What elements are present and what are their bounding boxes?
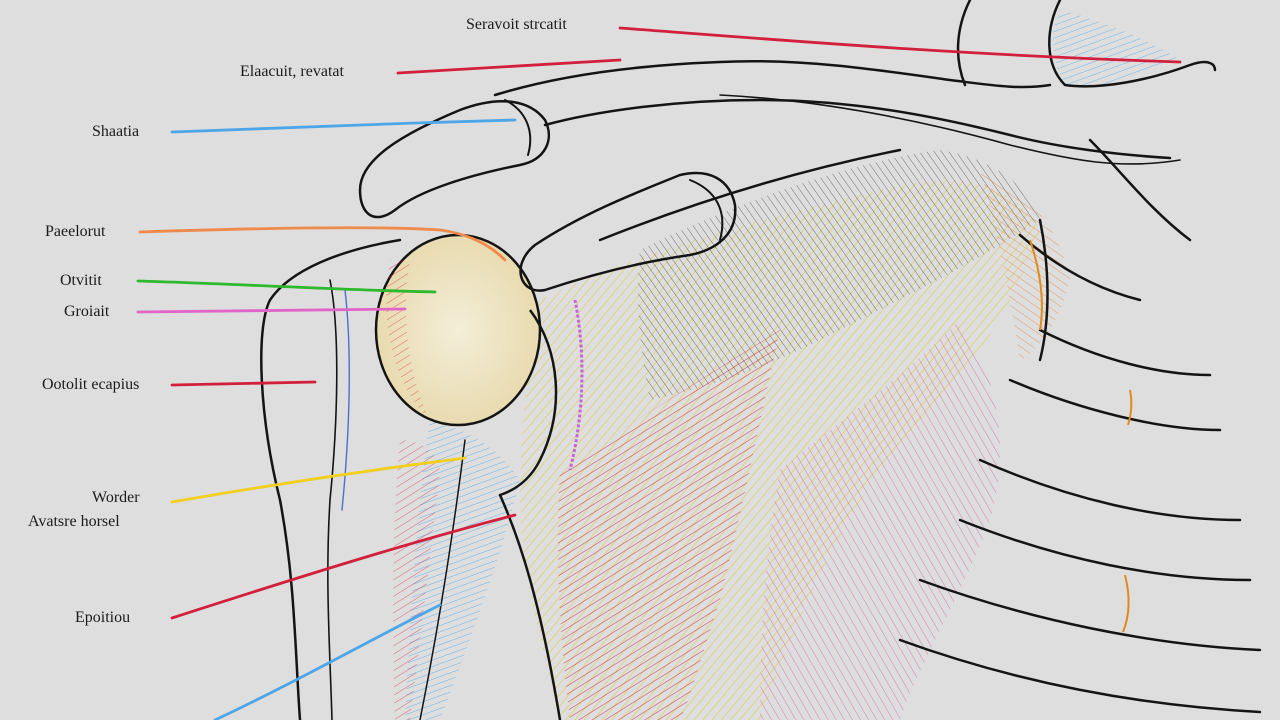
- leader-otvitt: [136, 279, 437, 294]
- label-posterior: Paeelorut: [45, 223, 106, 240]
- label-epoitiou: Epoitiou: [75, 609, 131, 626]
- cartilage-mark-2: [1122, 574, 1130, 633]
- arm-medial-line: [419, 439, 466, 720]
- leader-otolit: [170, 380, 317, 387]
- pectoral-red-fibers: [558, 330, 780, 720]
- rib-7: [898, 638, 1262, 714]
- clavicle-lower: [543, 98, 1172, 160]
- coracoid-inner: [689, 179, 724, 241]
- cartilage-mark-3: [1029, 239, 1043, 331]
- scapula-border: [1038, 218, 1049, 362]
- serratus-muscle: [760, 320, 1000, 720]
- label-otolit: Ootolit ecapius: [42, 376, 140, 393]
- label-otvitt: Otvitit: [60, 272, 102, 289]
- rib-6: [918, 578, 1262, 652]
- glenoid-labrum: [568, 299, 584, 471]
- muscle-fill-group: [393, 10, 1180, 720]
- arm-inner-line-2: [341, 289, 350, 511]
- label-worder: Worder: [92, 489, 140, 506]
- coracoid-process: [519, 171, 737, 292]
- acromion-inner: [504, 99, 532, 156]
- trapezius-muscle: [638, 150, 1040, 400]
- rib-4: [978, 458, 1242, 522]
- leader-shoulder: [170, 118, 517, 134]
- outline-group: [260, 0, 1262, 720]
- scapular-spine: [598, 148, 902, 242]
- rib-2: [1038, 328, 1212, 377]
- rib-cartilage-marks: [1029, 239, 1133, 633]
- leader-worder: [170, 456, 467, 504]
- humeral-head-hatch: [386, 260, 430, 420]
- arm-outline-left: [260, 238, 402, 720]
- acromion-outline: [358, 100, 551, 219]
- sternoclavicular-outline: [956, 0, 972, 87]
- arm-inner-line: [327, 279, 338, 720]
- arm-outline-right: [498, 493, 562, 720]
- manubrium-outline: [1048, 0, 1217, 88]
- label-serratus: Seravoit strcatit: [466, 16, 567, 33]
- leader-groiit: [136, 307, 407, 314]
- cartilage-mark-1: [1127, 389, 1133, 426]
- leader-serratus: [618, 26, 1182, 64]
- leader-epoitiou: [170, 513, 517, 620]
- leader-lines: [136, 26, 1182, 720]
- label-avatsre: Avatsre horsel: [28, 513, 120, 530]
- leader-bottom-blue: [213, 603, 442, 720]
- clavicle-mid: [719, 94, 1181, 165]
- leader-clavicle: [396, 58, 622, 75]
- triceps-muscle: [393, 440, 440, 720]
- rib-3: [1008, 378, 1222, 432]
- chest-wall: [1088, 138, 1192, 242]
- label-shoulder: Shaatia: [92, 123, 140, 140]
- glenoid-rim: [499, 309, 558, 497]
- rib-5: [958, 518, 1252, 582]
- label-clavicle: Elaacuit, revatat: [240, 63, 344, 80]
- leader-posterior: [138, 226, 507, 262]
- clavicle-upper: [493, 59, 1052, 97]
- label-groiit: Groiait: [64, 303, 110, 320]
- supraspinatus-fibers: [1053, 10, 1180, 87]
- rib-1: [1018, 233, 1142, 302]
